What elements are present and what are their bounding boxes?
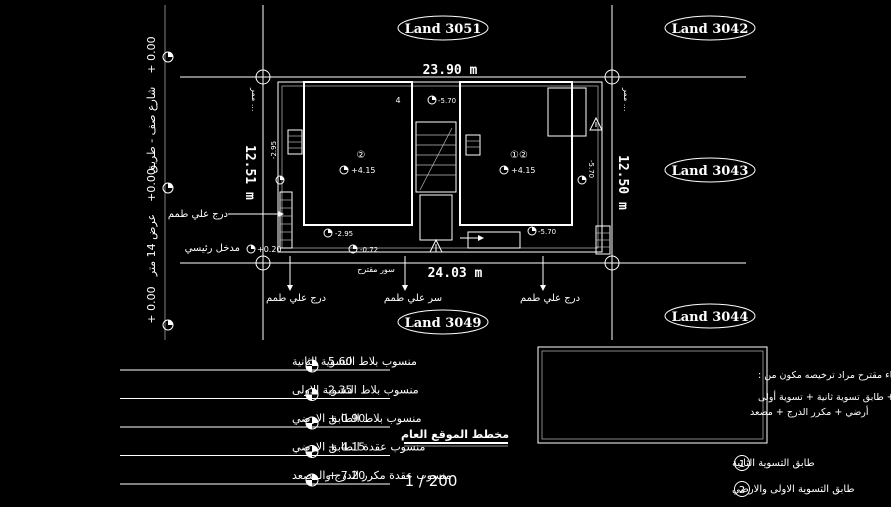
land-label-3051: Land 3051 — [397, 15, 489, 41]
dimension-top: 23.90 m — [423, 63, 478, 78]
land-3049-text: Land 3049 — [405, 316, 482, 331]
spot-level-room-left: +4.15 — [339, 165, 376, 175]
street-label-mid: عرض 14 متر — [145, 214, 158, 277]
spot-level-entrance: -0.72 — [348, 244, 378, 254]
land-3044-text: Land 3044 — [672, 310, 749, 325]
ramp-bottom — [467, 231, 521, 249]
legend-1-number: 1 — [739, 459, 745, 470]
spot-level-room-right-text: +4.15 — [511, 166, 536, 175]
entrance-stair — [279, 191, 293, 249]
plan-title: مخطط الموقع العام — [401, 428, 509, 441]
spot-level-room-right: +4.15 — [499, 165, 536, 175]
room-right — [459, 81, 573, 226]
land-label-3044: Land 3044 — [664, 303, 756, 329]
project-note-box: البناء مقترح مراد ترخيصه مكون من : + طاب… — [537, 346, 891, 444]
level-row-value: + 7.20 — [328, 469, 365, 482]
right-of-way-label: ممر ... — [250, 87, 259, 112]
room-left — [303, 81, 413, 226]
spot-level-top-small: -5.70 — [427, 95, 456, 105]
room-left-mark: ② — [357, 150, 366, 161]
room-right-mark: ①② — [510, 150, 528, 161]
land-label-3042: Land 3042 — [664, 15, 756, 41]
street-level-bottom: + 0.00 — [145, 286, 158, 323]
legend: 1 طابق التسوية الثانية 2 طابق التسوية ال… — [732, 455, 854, 497]
spot-level-right-side: -5.70 — [577, 160, 595, 185]
note-line-1: البناء مقترح مراد ترخيصه مكون من : — [758, 370, 891, 381]
level-row-label: منسوب بلاط الطابق الارضي — [292, 412, 422, 426]
spot-level-bottom-mid: -2.95 — [323, 228, 353, 238]
stair-up-label: درج علي طمم — [168, 209, 228, 220]
level-row-value: 5.60 — [328, 355, 353, 368]
spot-level-top-small-text: -5.70 — [438, 97, 456, 105]
spot-level-right-side-text: -5.70 — [587, 160, 595, 178]
level-row-label: منسوب عقدة مكرر الدرج والمصعد — [292, 469, 451, 482]
main-entrance-label: مدخل رئيسي — [185, 243, 240, 254]
bottom-stair-mid-label: سر علي طمم — [384, 293, 442, 304]
warning-triangle-icon — [589, 116, 603, 131]
land-label-3043: Land 3043 — [664, 157, 756, 183]
land-3051-text: Land 3051 — [405, 22, 482, 37]
spot-level-bottom-right: -5.70 — [527, 226, 556, 236]
stair-number: 4 — [395, 96, 400, 105]
land-3043-text: Land 3043 — [672, 164, 749, 179]
proposed-fence-label: سور مقترح — [357, 265, 395, 274]
spot-level-left-side-text: -2.95 — [270, 141, 278, 159]
right-passage-label: ممر ... — [622, 87, 631, 112]
side-stair-right — [465, 134, 481, 156]
stair-core — [415, 121, 457, 193]
dimension-right: 12.50 m — [615, 155, 630, 210]
dimension-bottom: 24.03 m — [428, 266, 483, 281]
scale-label: 1 / 200 — [405, 472, 458, 490]
street-level-mid: +0.00 — [145, 168, 158, 202]
street-level-markers — [162, 51, 174, 331]
north-arrow-icon — [429, 238, 443, 253]
legend-1-text: طابق التسوية الثانية — [732, 458, 815, 469]
street-label-top: شارع صف - طريق — [145, 87, 159, 174]
dimension-left: 12.51 m — [242, 145, 257, 200]
entrance-arrow-icon — [460, 235, 484, 241]
bottom-stair-arrows — [287, 256, 546, 291]
spot-level-entrance-text: -0.72 — [360, 246, 378, 254]
level-row-label: منسوب عقدة الطابق الارضي — [292, 441, 425, 455]
note-line-2: + طابق تسوية ثانية + تسوية أولى — [758, 390, 891, 403]
bottom-stair-left-label: درج علي طمم — [266, 293, 326, 304]
spot-level-room-left-text: +4.15 — [351, 166, 376, 175]
entrance-level-marker — [246, 244, 256, 254]
spot-level-bottom-mid-text: -2.95 — [335, 230, 353, 238]
corner-markers — [255, 69, 620, 271]
legend-2-number: 2 — [739, 485, 745, 496]
level-row-label: منسوب بلاط التسوية الاولى — [292, 384, 419, 397]
note-line-3: أرضي + مكرر الدرج + مصعد — [750, 405, 869, 418]
service-room — [547, 87, 587, 137]
level-row-label: منسوب بلاط التسوية الثانية — [292, 355, 417, 368]
level-row-value: + 4.15 — [328, 441, 365, 454]
spot-level-left-side: -2.95 — [270, 141, 285, 185]
building-outline — [277, 81, 611, 255]
entrance-level: +0.20 — [257, 245, 282, 254]
spot-level-bottom-right-text: -5.70 — [538, 228, 556, 236]
legend-2-text: طابق التسوية الاولى والارضي — [732, 484, 854, 495]
level-row-value: + 0.90 — [328, 412, 365, 425]
street-level-top: + 0.00 — [145, 36, 158, 73]
elevator-shaft — [419, 194, 453, 241]
bottom-stair-right-label: درج علي طمم — [520, 293, 580, 304]
level-row-value: 2.35 — [328, 384, 353, 397]
land-label-3049: Land 3049 — [397, 309, 489, 335]
land-3042-text: Land 3042 — [672, 22, 749, 37]
